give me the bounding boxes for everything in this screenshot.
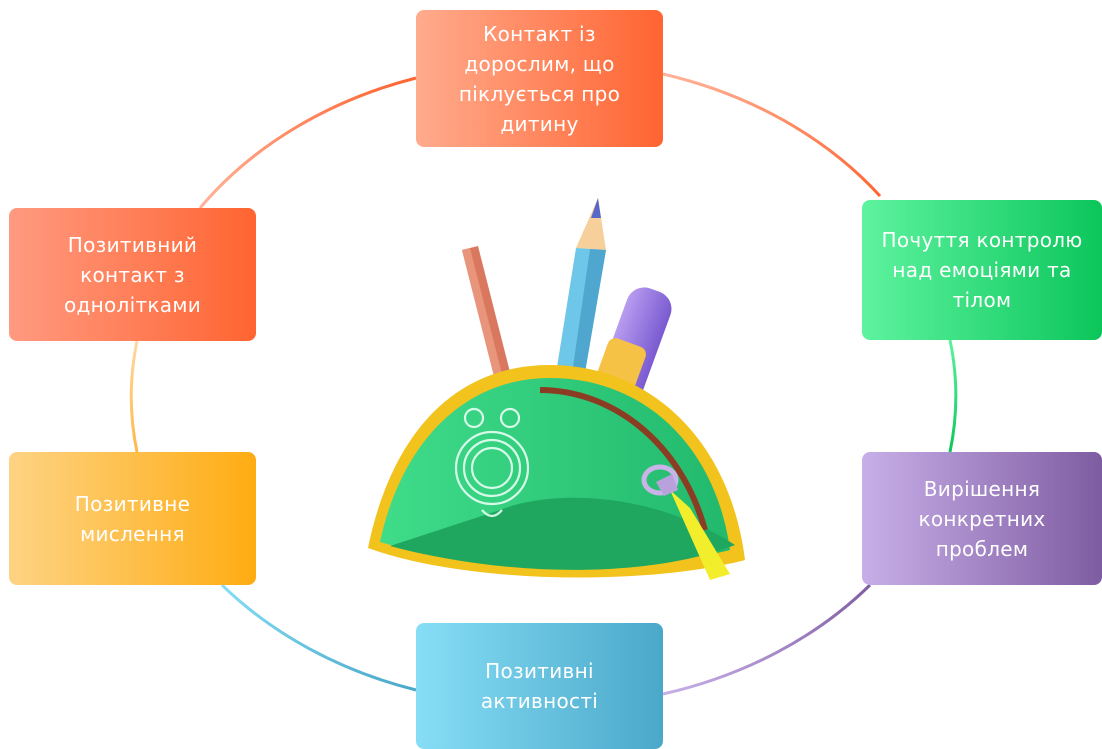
ruler-icon bbox=[462, 246, 512, 384]
node-problem-solving: Вирішення конкретних проблем bbox=[862, 452, 1102, 585]
node-peer-contact: Позитивний контакт з однолітками bbox=[9, 208, 256, 341]
ring-arc-left bbox=[129, 340, 139, 453]
node-label: Почуття контролю над емоціями та тілом bbox=[881, 228, 1083, 312]
ring-arc-top-left bbox=[198, 76, 417, 209]
node-positive-thinking: Позитивне мислення bbox=[9, 452, 256, 585]
node-positive-activities: Позитивні активності bbox=[416, 623, 663, 749]
pencil-case-illustration bbox=[368, 198, 745, 580]
pencil-icon bbox=[554, 198, 606, 390]
ring-arcs bbox=[129, 72, 958, 696]
node-adult-contact: Контакт із дорослим, що піклується про д… bbox=[416, 10, 663, 147]
ring-arc-bottom-left bbox=[220, 583, 417, 692]
node-label: Позитивні активності bbox=[480, 659, 599, 713]
ring-arc-top-right bbox=[662, 72, 882, 198]
node-emotion-control: Почуття контролю над емоціями та тілом bbox=[862, 200, 1102, 340]
logo-icon bbox=[454, 407, 530, 518]
zipper-pull-icon bbox=[641, 464, 730, 580]
node-label: Вирішення конкретних проблем bbox=[918, 476, 1046, 561]
pencil-case-bag bbox=[368, 365, 745, 580]
node-label: Позитивне мислення bbox=[74, 491, 191, 546]
ring-arc-right bbox=[948, 339, 958, 453]
node-label: Позитивний контакт з однолітками bbox=[63, 232, 202, 317]
node-label: Контакт із дорослим, що піклується про д… bbox=[458, 21, 621, 136]
ring-arc-bottom-right bbox=[662, 583, 872, 696]
